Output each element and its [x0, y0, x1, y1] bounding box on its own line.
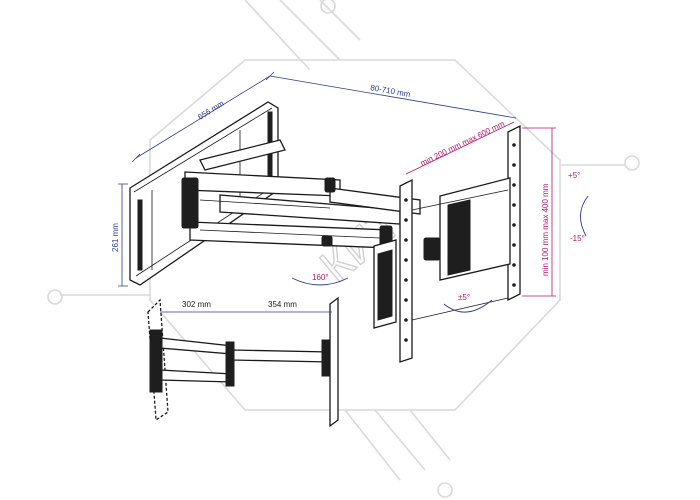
dimension-lines-magenta — [405, 121, 556, 297]
dimension-lines-blue — [118, 71, 517, 313]
rotate-angle-label: ±5° — [458, 293, 470, 302]
side-view — [147, 296, 339, 428]
tilt-down-label: -15° — [570, 234, 585, 243]
swivel-angle-label: 160° — [312, 273, 329, 282]
depth-dimension-label: 656 mm — [196, 99, 226, 122]
height-dimension-label: 261 mm — [111, 223, 120, 252]
vesa-vertical-label: min 100 mm max 400 mm — [541, 183, 550, 276]
side-depth-302-label: 302 mm — [182, 300, 211, 309]
tilt-up-label: +5° — [568, 171, 580, 180]
side-depth-354-label: 354 mm — [268, 300, 297, 309]
rotation-arrows — [291, 195, 589, 313]
wall-plate — [129, 101, 279, 286]
tv-bracket — [373, 124, 521, 363]
articulating-arm — [181, 139, 421, 257]
vesa-horizontal-label: min 200 mm max 600 mm — [419, 119, 506, 168]
